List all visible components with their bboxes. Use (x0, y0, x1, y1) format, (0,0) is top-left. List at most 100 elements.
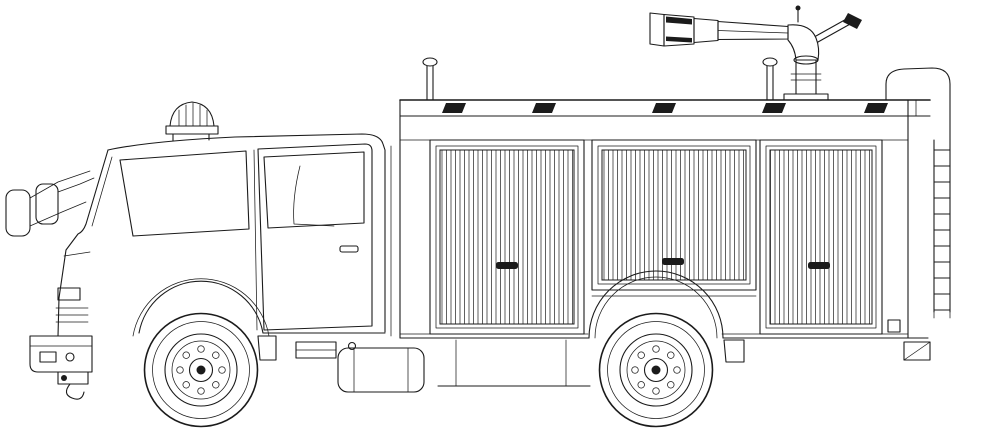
tire-shoulder (607, 321, 705, 419)
lug-nut (182, 351, 190, 359)
fog-lamp (39, 351, 57, 363)
cab (55, 133, 392, 337)
nozzle-band (666, 16, 692, 25)
lug-nut (637, 351, 645, 359)
shutter-handle (496, 262, 518, 269)
hub (188, 357, 214, 383)
monitor-elbow (787, 24, 820, 61)
front-wheel (143, 312, 259, 428)
mirror-glass-outer (5, 189, 31, 237)
compartment-inner-frame (435, 145, 579, 329)
side-mirrors (5, 170, 95, 237)
compartment-3 (759, 139, 883, 335)
hub-center (196, 365, 206, 375)
deck-equipment (419, 57, 951, 141)
rim-inner (171, 340, 231, 400)
tow-hook (65, 383, 85, 400)
lug-nut (673, 366, 681, 374)
mirror-arm (29, 201, 87, 227)
cowl-line (63, 251, 91, 257)
beacon-base (165, 125, 219, 135)
hatch-mark (864, 103, 888, 113)
lug-nut (197, 345, 205, 353)
lug-nut (218, 366, 226, 374)
hatch-mark (442, 103, 466, 113)
top-hatches (442, 103, 888, 113)
deck-stanchion-front (419, 57, 441, 101)
beacon-dome (169, 101, 215, 127)
handle-grip (843, 13, 862, 29)
nozzle-band (666, 36, 692, 43)
tire (598, 312, 714, 428)
front-fender-flare (132, 278, 270, 337)
tire-shoulder (152, 321, 250, 419)
rear-mud-flap (723, 339, 745, 363)
barrel-centerline (717, 30, 789, 34)
nozzle-body (663, 13, 695, 47)
compartment-1 (429, 139, 585, 335)
rear-handrail (885, 67, 951, 141)
hatch-mark (532, 103, 556, 113)
hatch-mark (652, 103, 676, 113)
door-handle (339, 245, 359, 253)
beacon-light (165, 101, 219, 142)
fuel-tank (337, 347, 425, 393)
tire (143, 312, 259, 428)
compartment-frame (759, 139, 883, 335)
compartment-2 (591, 139, 757, 297)
compartment-inner-frame (597, 145, 751, 285)
rear-wheel-arch (588, 270, 724, 339)
headlight (57, 287, 81, 301)
tow-bracket (57, 371, 89, 385)
rim-inner (626, 340, 686, 400)
stanchion-cap (422, 57, 438, 67)
front-mud-flap (257, 335, 277, 361)
deck-stanchion-rear (759, 57, 781, 101)
swivel-joint (793, 55, 819, 65)
lug-nut (652, 345, 660, 353)
lug-nut (182, 381, 190, 389)
cab-front-outline (57, 149, 109, 337)
handle-bar (817, 22, 853, 43)
front-fender-arch (138, 280, 264, 334)
lug-nut (631, 366, 639, 374)
bumper-outline (29, 335, 93, 373)
tow-pin (61, 375, 67, 381)
hatch-mark (762, 103, 786, 113)
lug-nut (197, 387, 205, 395)
rear-step-diagonal (903, 341, 931, 361)
compartment-frame (591, 139, 757, 291)
rear-wheel (598, 312, 714, 428)
nozzle-flare (649, 12, 665, 47)
door-window (263, 151, 365, 229)
mirror-arm (57, 177, 95, 193)
mirror-arm (29, 170, 91, 199)
rear-latch-box (887, 319, 901, 333)
water-monitor (649, 5, 862, 101)
compartment-frame (429, 139, 585, 335)
rim (164, 333, 238, 407)
lug-nut (652, 387, 660, 395)
lug-nut (667, 381, 675, 389)
stanchion-cap (762, 57, 778, 67)
lug-nut (176, 366, 184, 374)
shutter-slats (769, 149, 873, 325)
front-bumper (29, 335, 93, 400)
tank-filler-cap (347, 341, 357, 351)
shutter-slats (439, 149, 575, 325)
quarter-window (119, 150, 250, 237)
compartment-inner-frame (765, 145, 877, 329)
shutter-handle (662, 258, 684, 265)
monitor-handle (815, 13, 862, 43)
b-pillar (253, 149, 258, 331)
nozzle-reducer (693, 17, 719, 44)
lug-nut (667, 351, 675, 359)
windshield-inner (91, 156, 113, 227)
monitor-base-flange (783, 93, 829, 101)
cab-door (257, 143, 373, 331)
mirror-glass-inner (35, 183, 59, 225)
lug-nut (637, 381, 645, 389)
round-lamp (65, 352, 75, 362)
